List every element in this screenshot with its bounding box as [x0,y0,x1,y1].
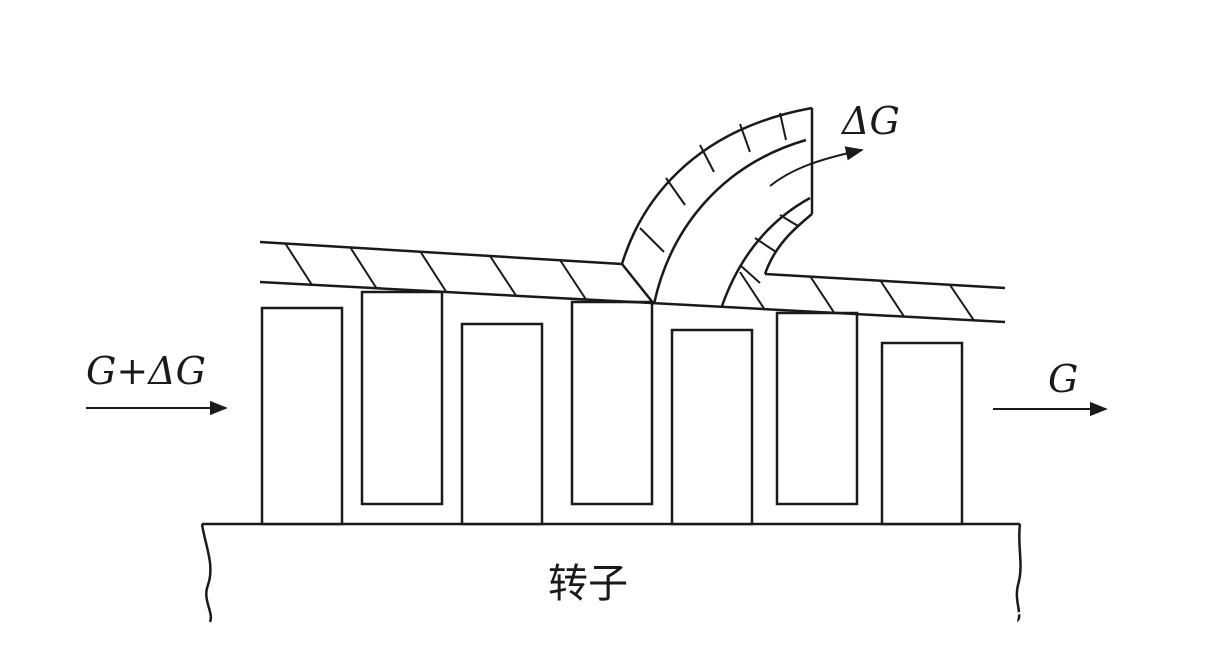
stator-tooth [570,300,654,506]
rotor-left-edge [200,523,213,623]
stator-teeth [360,290,859,506]
watermark: 知乎 @西安图联 [928,604,1177,644]
stator-tooth [360,290,444,506]
casing-inner-line [259,280,1006,324]
rotor-label: 转子 [548,561,628,607]
duct-outer-wall [620,106,813,265]
duct-joint [621,263,655,305]
stationary-casing [259,240,1006,322]
duct-inner-wall [720,196,811,307]
flow-arrows [86,146,1108,417]
rotor-tooth [260,306,344,526]
rotor-tooth [460,322,544,526]
leak-arrow [769,146,864,187]
duct-lip [763,213,813,275]
leak-duct [620,106,814,307]
rotor-tooth [880,341,964,526]
outlet-flow-label: G [1048,357,1078,401]
duct-hatching [639,112,799,284]
rotor-right-edge [1015,523,1022,623]
inlet-flow-label: G+ΔG [86,349,206,393]
rotor-tooth [670,328,754,526]
stator-tooth [775,311,859,506]
duct-mid-wall [652,138,807,305]
leak-flow-label: ΔG [840,99,900,143]
rotor-teeth [260,306,964,526]
